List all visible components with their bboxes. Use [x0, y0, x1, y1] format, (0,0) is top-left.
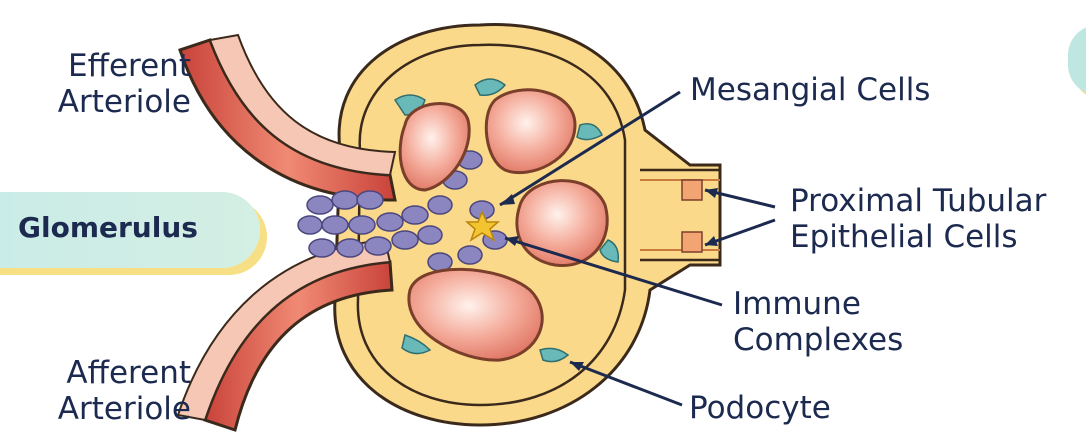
efferent-line-1: Efferent — [58, 48, 191, 84]
afferent-arteriole-label: Afferent Arteriole — [58, 355, 191, 427]
proximal-line-1: Proximal Tubular — [790, 183, 1046, 219]
immune-line-2: Complexes — [733, 322, 903, 358]
efferent-line-2: Arteriole — [58, 84, 191, 120]
afferent-line-1: Afferent — [58, 355, 191, 391]
podocyte-label: Podocyte — [689, 390, 831, 426]
afferent-line-2: Arteriole — [58, 391, 191, 427]
glomerulus-label: Glomerulus — [18, 211, 198, 244]
mesangial-cells-label: Mesangial Cells — [690, 72, 930, 108]
proximal-tubular-label: Proximal Tubular Epithelial Cells — [790, 183, 1046, 255]
efferent-arteriole-label: Efferent Arteriole — [58, 48, 191, 120]
immune-complexes-label: Immune Complexes — [733, 286, 903, 358]
immune-line-1: Immune — [733, 286, 903, 322]
proximal-line-2: Epithelial Cells — [790, 219, 1046, 255]
